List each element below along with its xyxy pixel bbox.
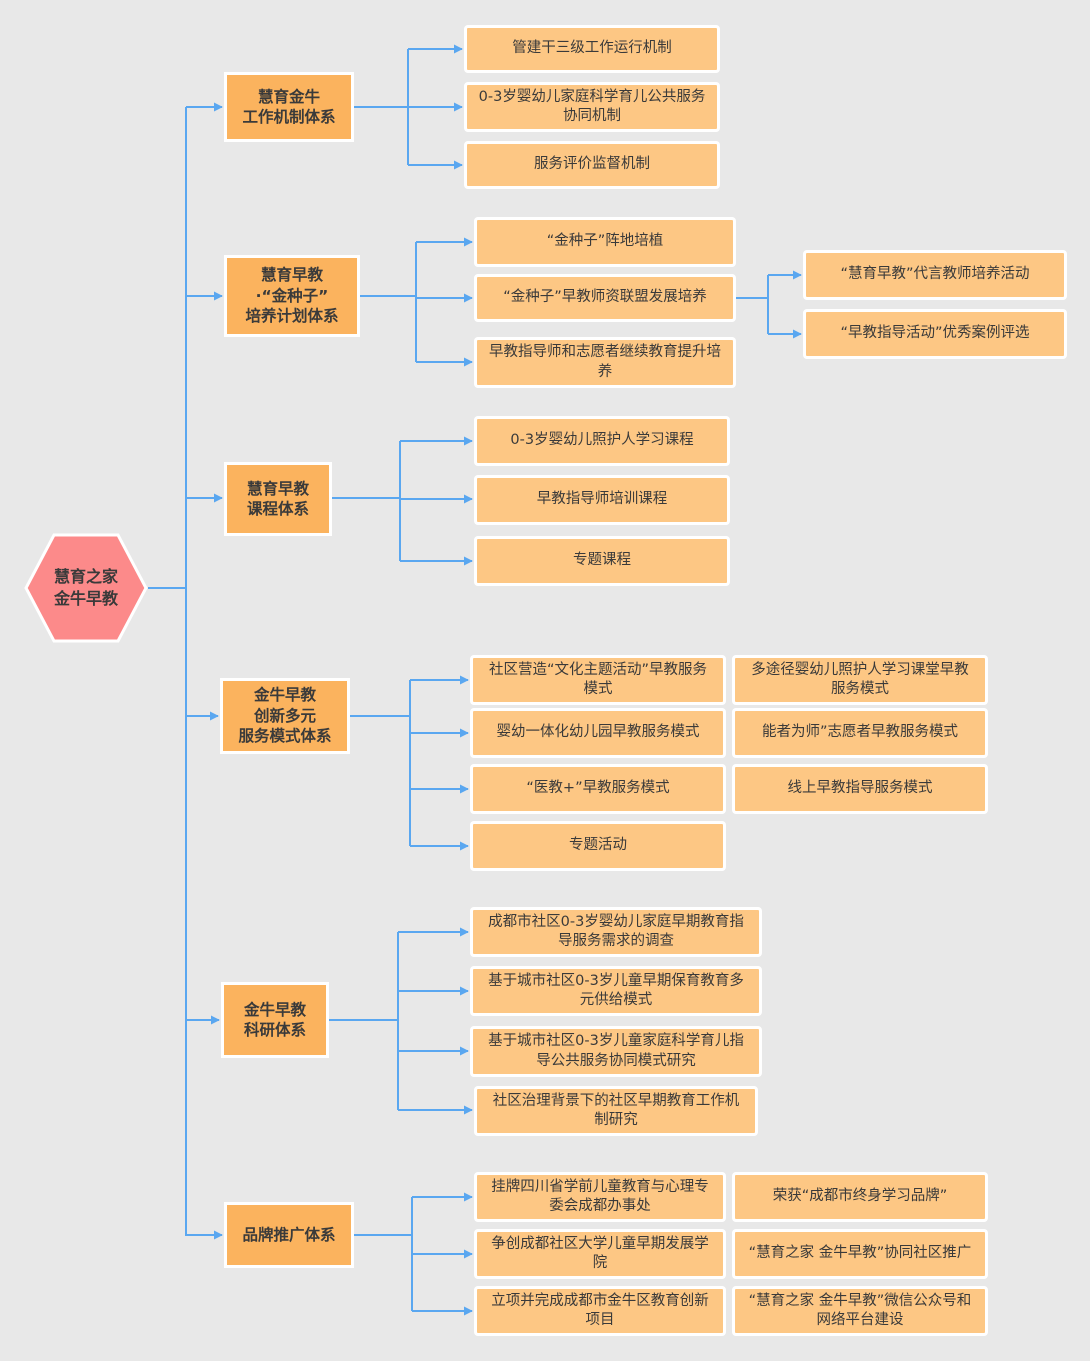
leaf-node: “医教+”早教服务模式: [470, 764, 726, 814]
branch-brand-promotion: 品牌推广体系: [224, 1202, 354, 1268]
side-item-node: 多途径婴幼儿照护人学习课堂早教服务模式: [732, 655, 988, 705]
branch-label-line: 服务模式体系: [238, 727, 332, 746]
leaf-node: 婴幼一体化幼儿园早教服务模式: [470, 708, 726, 758]
side-item-node: 线上早教指导服务模式: [732, 764, 988, 814]
leaf-node: 服务评价监督机制: [464, 141, 720, 189]
leaf-node: 早教指导师和志愿者继续教育提升培养: [474, 337, 736, 388]
root-line-1: 慧育之家: [53, 567, 118, 587]
branch-golden-seed: 慧育早教 ·“金种子” 培养计划体系: [224, 255, 360, 337]
side-item-node: “慧育之家 金牛早教”微信公众号和网络平台建设: [732, 1286, 988, 1336]
branch-label-line: 创新多元: [253, 706, 316, 725]
leaf-node: 专题活动: [470, 821, 726, 871]
branch-label-line: ·“金种子”: [255, 286, 329, 305]
leaf-node: 早教指导师培训课程: [474, 475, 730, 525]
branch-label-line: 品牌推广体系: [242, 1225, 336, 1244]
grandchild-node: “早教指导活动”优秀案例评选: [803, 309, 1067, 359]
branch-label-line: 慧育金牛: [257, 87, 320, 106]
leaf-node: 基于城市社区0-3岁儿童家庭科学育儿指导公共服务协同模式研究: [470, 1026, 762, 1077]
branch-service-models: 金牛早教 创新多元 服务模式体系: [220, 678, 350, 754]
branch-label-line: 工作机制体系: [242, 108, 336, 126]
leaf-node: 争创成都社区大学儿童早期发展学院: [474, 1229, 726, 1279]
grandchild-node: “慧育早教”代言教师培养活动: [803, 250, 1067, 300]
leaf-node: 管建干三级工作运行机制: [464, 25, 720, 73]
root-hexagon: [24, 533, 148, 643]
side-item-node: “慧育之家 金牛早教”协同社区推广: [732, 1229, 988, 1279]
leaf-node: 社区治理背景下的社区早期教育工作机制研究: [474, 1086, 758, 1136]
branch-label-line: 慧育早教: [260, 266, 323, 285]
leaf-node: “金种子”阵地培植: [474, 217, 736, 267]
branch-research: 金牛早教 科研体系: [221, 982, 329, 1058]
leaf-node: 0-3岁婴幼儿家庭科学育儿公共服务协同机制: [464, 82, 720, 132]
branch-work-mechanism: 慧育金牛 工作机制体系: [224, 72, 354, 142]
leaf-node: 专题课程: [474, 536, 730, 586]
branch-label-line: 金牛早教: [253, 686, 316, 705]
branch-label-line: 慧育早教: [246, 479, 309, 498]
leaf-node: 成都市社区0-3岁婴幼儿家庭早期教育指导服务需求的调查: [470, 907, 762, 957]
root-line-2: 金牛早教: [53, 589, 118, 608]
side-item-node: 荣获“成都市终身学习品牌”: [732, 1172, 988, 1222]
leaf-node: 0-3岁婴幼儿照护人学习课程: [474, 416, 730, 466]
leaf-node: 社区营造“文化主题活动”早教服务模式: [470, 655, 726, 705]
root-node: 慧育之家 金牛早教: [24, 533, 148, 643]
side-item-node: 能者为师”志愿者早教服务模式: [732, 708, 988, 758]
leaf-node: 挂牌四川省学前儿童教育与心理专委会成都办事处: [474, 1172, 726, 1222]
branch-label-line: 科研体系: [243, 1021, 306, 1039]
leaf-node: 基于城市社区0-3岁儿童早期保育教育多元供给模式: [470, 966, 762, 1016]
branch-curriculum: 慧育早教 课程体系: [224, 462, 332, 536]
branch-label-line: 金牛早教: [243, 1000, 306, 1019]
branch-label-line: 课程体系: [246, 500, 309, 518]
branch-label-line: 培养计划体系: [245, 307, 339, 326]
leaf-node: 立项并完成成都市金牛区教育创新项目: [474, 1286, 726, 1336]
leaf-node: “金种子”早教师资联盟发展培养: [474, 274, 736, 322]
